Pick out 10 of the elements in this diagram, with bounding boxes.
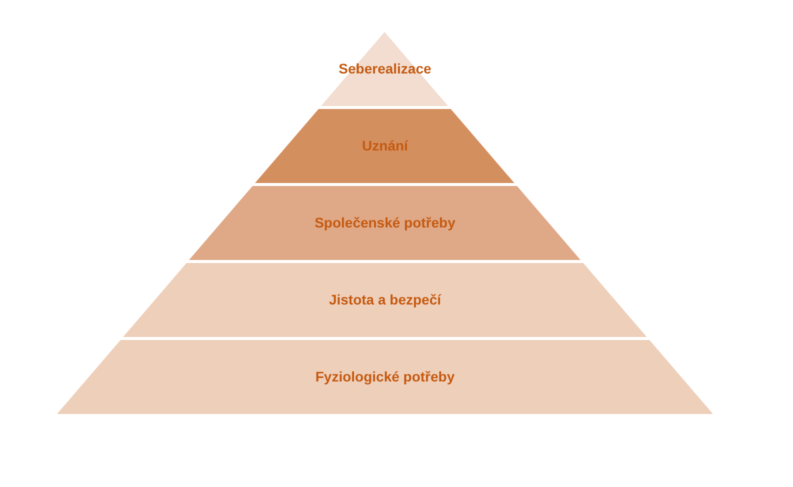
pyramid-top-triangle [321,32,449,106]
level-label: Fyziologické potřeby [315,368,455,386]
pyramid-level [189,186,581,260]
level-label: Uznání [362,138,408,154]
level-label: Jistota a bezpečí [328,292,441,308]
level-label: Seberealizace [338,60,432,78]
pyramid-level [57,340,713,414]
pyramid-level [123,263,647,337]
level-label: Společenské potřeby [314,214,456,232]
pyramid-level [255,109,515,183]
